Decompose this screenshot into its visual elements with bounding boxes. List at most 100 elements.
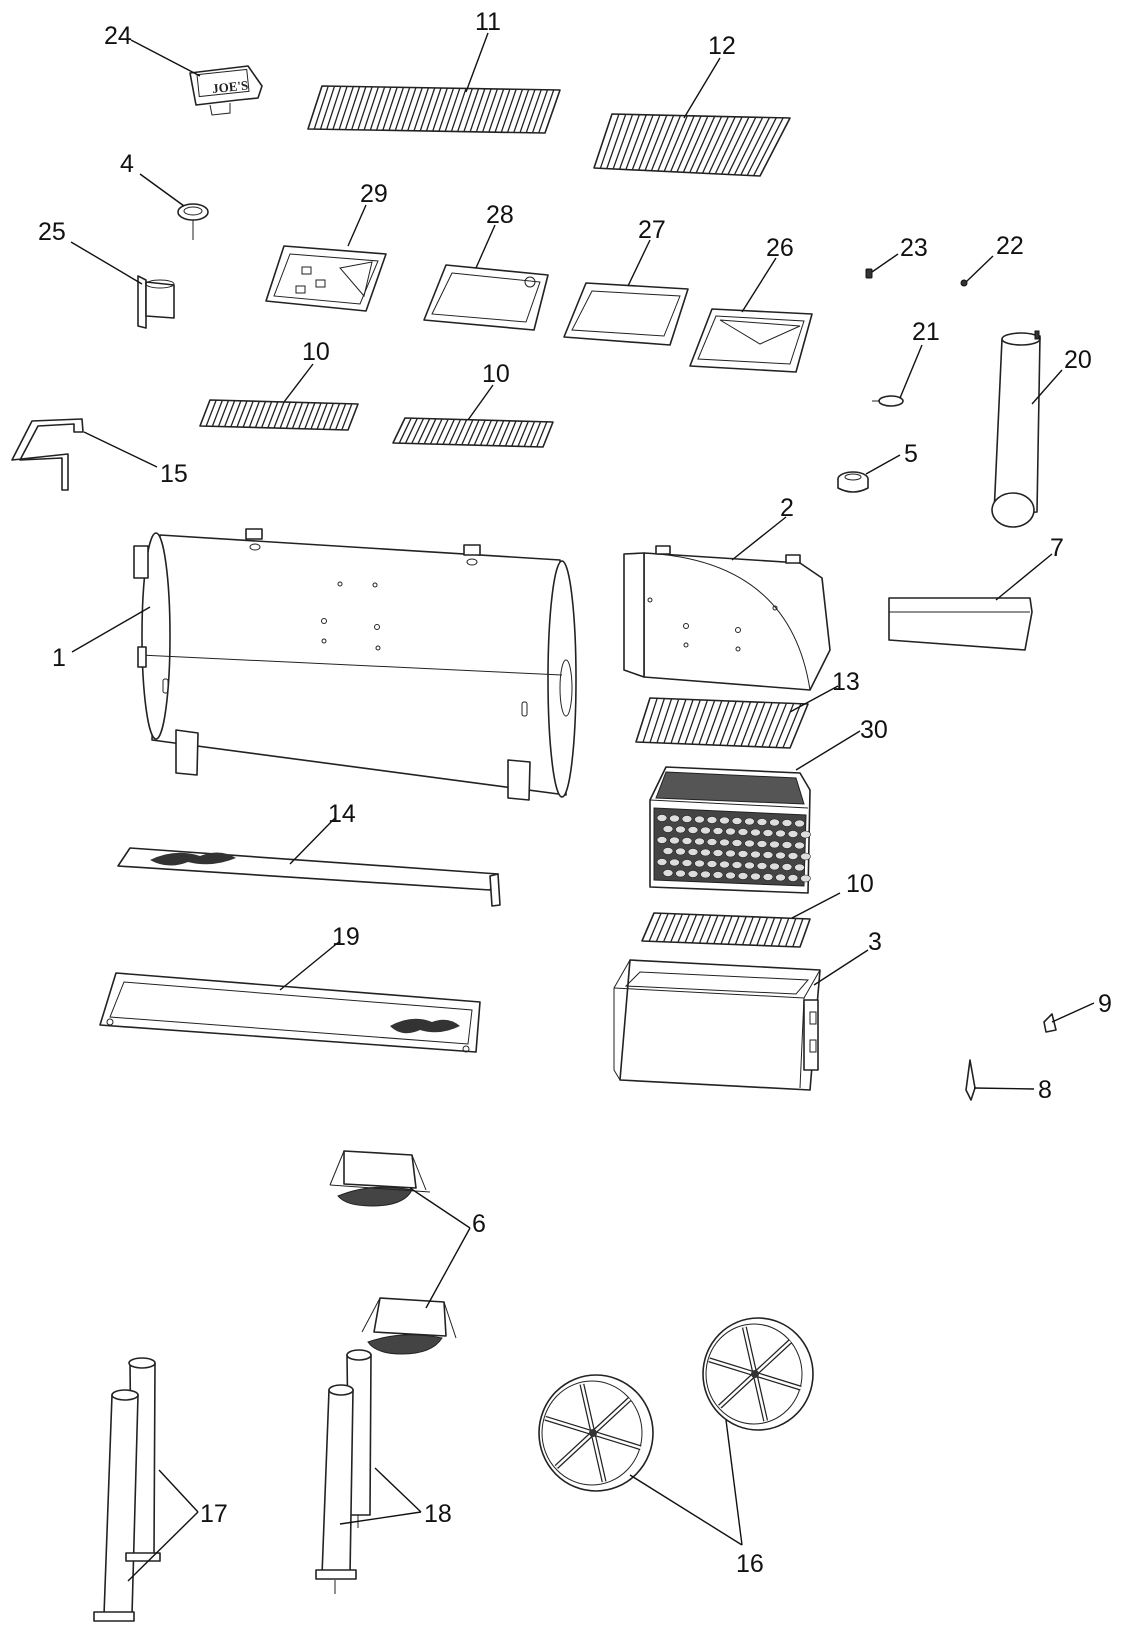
grate-bar [407,87,423,131]
grate-bar [351,86,367,130]
grate-bar [500,89,517,133]
grate-bar [454,419,468,445]
grate-bar [316,402,328,430]
basket-mesh-hole [781,863,793,871]
grate-bar [649,698,665,743]
part-16-wheel-a [538,1374,654,1492]
grate-bar [631,114,654,171]
grate-bar [676,115,702,173]
basket-mesh-hole [731,817,743,825]
callout-11: 11 [475,8,501,36]
basket-mesh-hole [712,871,724,879]
basket-mesh-hole [656,814,668,822]
grate-bar [606,114,627,169]
grate-bar [719,701,737,746]
grate-bar [425,87,442,132]
callout-23: 23 [900,234,928,262]
grate-bar [341,403,353,431]
grate-bar [236,400,248,428]
grate-bar [504,420,517,447]
basket-mesh-hole [800,852,811,861]
basket-mesh-hole [725,827,736,836]
wheel-spoke [754,1372,802,1390]
grate-bar [388,87,405,131]
basket-mesh-hole [744,861,755,870]
callout-29: 29 [360,180,388,208]
callout-30: 30 [860,716,888,744]
basket-mesh-hole [675,825,686,834]
grate-bar [749,916,761,946]
grate-bar [720,915,733,945]
basket-mesh-hole [706,838,718,846]
basket-mesh-hole [775,851,786,860]
grate-bar [417,418,431,444]
grate-bar [442,419,455,445]
basket-mesh-hole [787,852,799,860]
wheel-spoke [592,1398,631,1434]
grate-bar [740,701,759,747]
grate-bar [682,115,709,173]
part-29-tray [265,245,387,312]
grate-bar [423,418,437,445]
basket-mesh-hole [800,830,811,839]
part-19-bottom-shelf [99,972,481,1053]
grate-bar [538,89,555,134]
grate-bar [338,86,354,130]
grate-bar [754,702,773,747]
grate-bar [450,88,467,132]
basket-mesh-hole [775,829,786,838]
part-10-warming-grate-b [392,417,554,448]
callout-19: 19 [332,923,360,951]
grate-bar [656,698,673,744]
grate-bar [363,86,379,131]
grate-bar [775,703,795,748]
grate-bar [419,87,436,132]
basket-mesh-hole [731,839,743,847]
basket-mesh-hole [662,825,674,833]
grate-bar [740,117,771,176]
wheel-spoke [544,1417,594,1435]
wheel-spoke [743,1326,757,1375]
grate-bar [531,89,549,134]
callout-17: 17 [200,1500,228,1528]
grate-bar [657,115,682,172]
grate-bar [691,699,709,745]
grate-bar [677,699,694,744]
basket-mesh-hole [675,869,686,878]
wheel-spoke [753,1373,767,1422]
basket-mesh-hole [700,826,711,835]
basket-mesh-hole [762,851,774,859]
part-25-flange-collar [137,275,175,329]
wheel-spoke [718,1373,756,1408]
grate-bar [763,917,776,946]
callout-8: 8 [1038,1076,1052,1104]
callout-5: 5 [904,440,918,468]
grate-bar [721,116,750,175]
part-30-charcoal-basket [649,766,811,894]
basket-mesh-hole [769,818,780,827]
callout-10-b: 10 [482,360,510,388]
grate-bar [698,914,712,944]
callout-7: 7 [1050,534,1064,562]
basket-mesh-hole [787,830,799,838]
part-11-cooking-grate [307,85,561,134]
basket-mesh-hole [800,874,811,883]
grate-bar [411,418,425,444]
grate-bar [486,420,499,446]
grate-bar [513,89,530,133]
grate-bar [494,88,511,133]
grate-bar [457,88,473,132]
callout-28: 28 [486,201,514,229]
basket-mesh-hole [694,859,705,868]
grate-bar [205,399,217,427]
basket-mesh-hole [706,860,718,868]
basket-mesh-hole [737,872,749,880]
part-2-firebox-lid [623,545,831,691]
grate-bar [677,914,691,943]
grate-bar [782,703,802,748]
part-14-front-shelf [117,847,501,907]
grate-bar [326,86,342,130]
grate-bar [727,116,757,175]
grate-bar [753,117,784,176]
callout-24: 24 [104,22,132,50]
